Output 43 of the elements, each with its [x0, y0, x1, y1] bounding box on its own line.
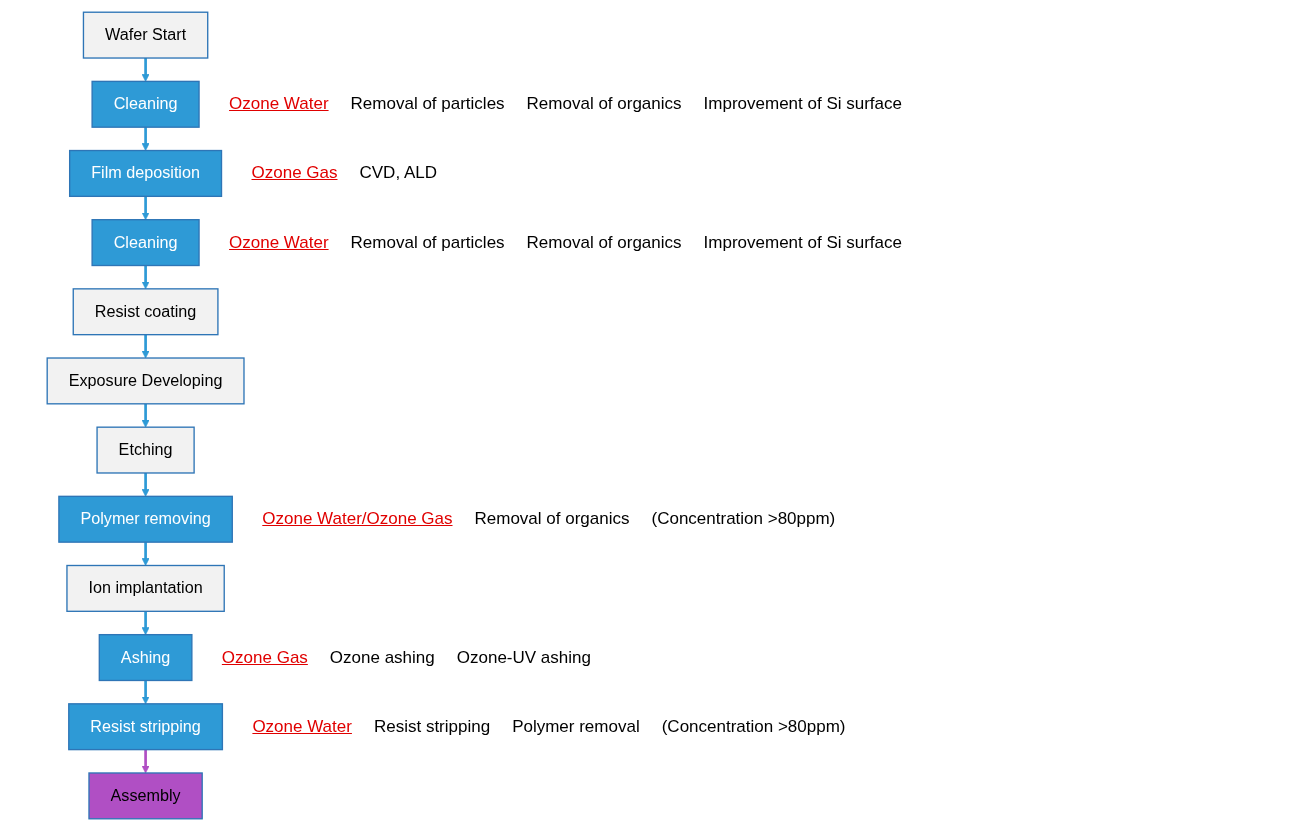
process-box: Resist coating	[72, 288, 219, 336]
arrow	[141, 58, 150, 82]
note-text: Removal of organics	[526, 94, 682, 115]
process-box: Ion implantation	[66, 564, 225, 612]
process-box: Cleaning	[91, 219, 200, 267]
method-heading: Ozone Water	[252, 716, 352, 737]
note-text: Polymer removal	[512, 716, 640, 737]
arrow	[141, 680, 150, 705]
method-heading: Ozone Water	[229, 94, 329, 115]
process-box: Ashing	[98, 634, 193, 682]
process-box: Polymer removing	[58, 495, 233, 543]
arrow	[141, 542, 150, 566]
process-box: Assembly	[88, 772, 203, 820]
note-text: (Concentration >80ppm)	[661, 716, 846, 737]
arrow	[141, 196, 150, 221]
arrow	[141, 403, 150, 428]
arrow	[141, 749, 150, 774]
note-text: Ozone ashing	[329, 647, 435, 668]
note-text: Removal of organics	[526, 232, 682, 253]
note-text: Ozone-UV ashing	[456, 647, 591, 668]
process-box: Resist stripping	[68, 703, 224, 751]
arrow	[141, 265, 150, 290]
process-box: Exposure Developing	[46, 357, 245, 405]
process-box: Cleaning	[91, 80, 200, 128]
note-text: Removal of particles	[350, 232, 505, 253]
arrow	[141, 473, 150, 497]
process-box: Etching	[96, 426, 195, 474]
method-heading: Ozone Water/Ozone Gas	[262, 509, 453, 530]
note-text: Improvement of Si surface	[703, 232, 902, 253]
note-text: Improvement of Si surface	[703, 94, 902, 115]
note-text: (Concentration >80ppm)	[651, 509, 836, 530]
note-text: Resist stripping	[373, 716, 491, 737]
method-heading: Ozone Water	[229, 232, 329, 253]
process-box: Wafer Start	[82, 11, 209, 59]
arrow	[141, 127, 150, 151]
process-box: Film deposition	[69, 149, 223, 197]
note-text: CVD, ALD	[359, 163, 437, 184]
arrow	[141, 611, 150, 635]
method-heading: Ozone Gas	[251, 163, 338, 184]
note-text: Removal of organics	[474, 509, 630, 530]
arrow	[141, 334, 150, 359]
method-heading: Ozone Gas	[221, 647, 308, 668]
note-text: Removal of particles	[350, 94, 505, 115]
